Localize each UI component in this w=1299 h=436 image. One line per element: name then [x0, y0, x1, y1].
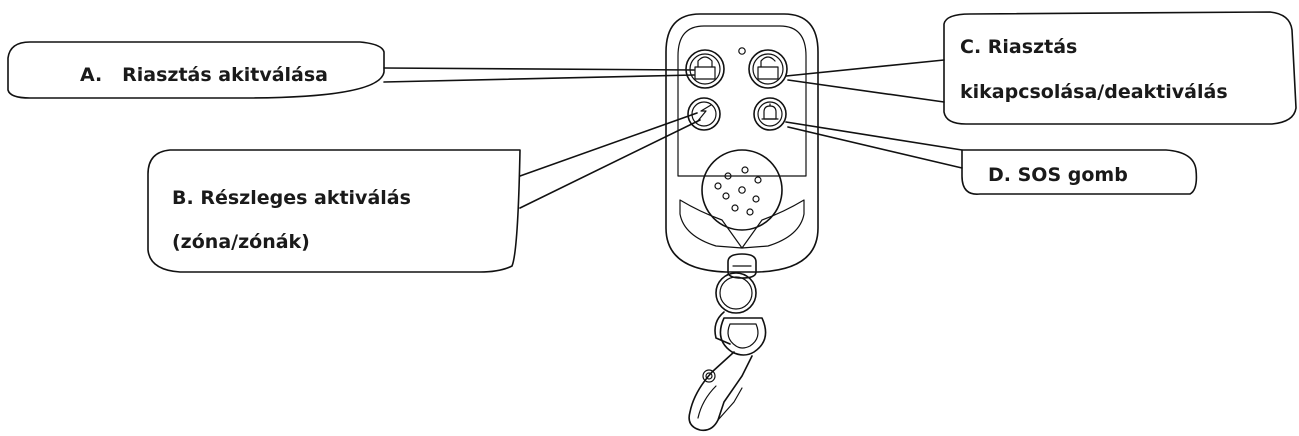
callout-c-box	[944, 12, 1296, 124]
key-clip	[689, 318, 765, 430]
callout-a: A. Riasztás akitválása	[8, 42, 694, 98]
callout-b-line1: B. Részleges aktiválás	[172, 187, 411, 209]
remote-lower-plate-right	[742, 200, 804, 248]
callout-d-label: D. SOS gomb	[988, 164, 1128, 186]
remote-body-outline	[666, 14, 818, 272]
callout-c-line1: C. Riasztás	[960, 36, 1077, 58]
led-indicator	[739, 48, 745, 54]
callout-b-box	[148, 150, 520, 272]
callout-b: B. Részleges aktiválás (zóna/zónák)	[148, 113, 700, 272]
callout-b-pointer	[520, 113, 700, 208]
callout-c: C. Riasztás kikapcsolása/deaktiválás	[786, 12, 1296, 124]
bell-sos-icon	[754, 98, 786, 130]
callout-c-line2: kikapcsolása/deaktiválás	[960, 81, 1228, 103]
remote-inner-panel	[678, 26, 806, 176]
remote-control	[666, 14, 818, 278]
lock-closed-icon	[686, 50, 724, 88]
callout-a-label: A. Riasztás akitválása	[80, 64, 328, 86]
speaker-grill	[702, 150, 782, 230]
callout-c-pointer	[786, 60, 944, 102]
lock-open-icon	[749, 50, 787, 88]
callout-a-pointer	[384, 68, 694, 82]
callout-d-pointer	[786, 122, 962, 168]
callout-b-line2: (zóna/zónák)	[172, 231, 310, 253]
callout-d: D. SOS gomb	[786, 122, 1196, 194]
